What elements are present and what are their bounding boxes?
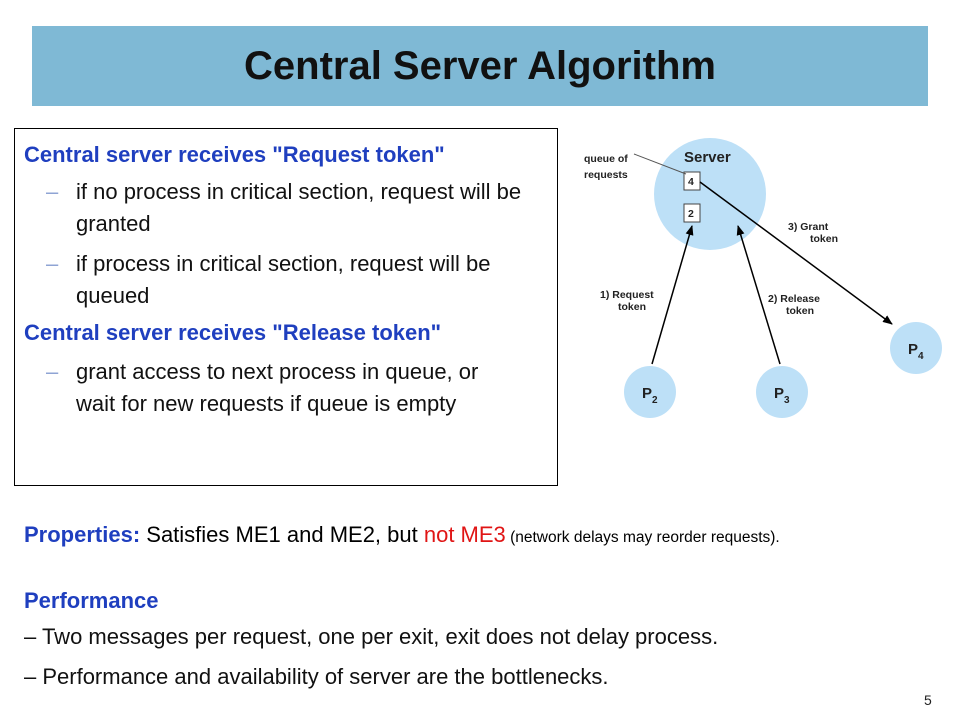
queue-label-line2: requests <box>584 169 628 181</box>
process-p4-node <box>890 322 942 374</box>
properties-line: Properties: Satisfies ME1 and ME2, but n… <box>24 522 780 548</box>
heading-release-token: Central server receives "Release token" <box>24 320 442 345</box>
request-label-line2: token <box>618 301 646 313</box>
request-label-line1: 1) Request <box>600 289 654 301</box>
slide-title: Central Server Algorithm <box>244 43 716 88</box>
properties-colon: : <box>132 522 141 547</box>
request-arrow <box>651 225 694 365</box>
release-arrow <box>736 225 781 365</box>
queue-item-4 <box>683 171 701 191</box>
queue-item-4-label: 4 <box>688 176 694 188</box>
queue-item-2 <box>683 203 701 223</box>
grant-label-line1: 3) Grant <box>788 221 829 233</box>
release-label-line2: token <box>786 305 814 317</box>
process-p2-node <box>624 366 676 418</box>
dash-marker: – <box>46 179 59 204</box>
queue-label-line1: queue of <box>584 153 628 165</box>
process-p3-node <box>756 366 808 418</box>
properties-highlight: not ME3 <box>423 522 506 547</box>
performance-line-messages: – Two messages per request, one per exit… <box>24 624 719 649</box>
performance-line-bottleneck: – Performance and availability of server… <box>24 664 609 689</box>
page-number: 5 <box>924 692 932 708</box>
bullet-text: if process in critical section, request … <box>76 251 491 308</box>
properties-note: (network delays may reorder requests). <box>505 529 780 546</box>
bullet-text: grant access to next process in queue, o… <box>76 359 479 416</box>
dash-marker: – <box>46 359 59 384</box>
server-label: Server <box>684 149 731 166</box>
grant-label-line2: token <box>810 233 838 245</box>
server-node <box>654 138 766 250</box>
process-p3-label: P3 <box>774 385 790 406</box>
properties-text: Satisfies ME1 and ME2, but <box>140 522 424 547</box>
grant-arrow <box>699 181 893 325</box>
central-server-diagram: Server 4 2 queue of requests P2 P3 P4 1)… <box>584 138 942 418</box>
bullet-no-process: – if no process in critical section, req… <box>46 176 536 240</box>
bullet-grant-access: – grant access to next process in queue,… <box>46 356 516 420</box>
bullet-process-in-cs: – if process in critical section, reques… <box>46 248 536 312</box>
release-label-line1: 2) Release <box>768 293 820 305</box>
dash-marker: – <box>46 251 59 276</box>
bullet-text: if no process in critical section, reque… <box>76 179 522 236</box>
process-p2-label: P2 <box>642 385 658 406</box>
performance-heading: Performance <box>24 588 159 613</box>
properties-label: Properties <box>24 522 133 547</box>
algorithm-box <box>14 128 558 486</box>
queue-pointer-line <box>633 153 687 175</box>
title-bar: Central Server Algorithm <box>32 26 928 106</box>
heading-request-token: Central server receives "Request token" <box>24 142 445 167</box>
process-p4-label: P4 <box>908 341 924 362</box>
queue-item-2-label: 2 <box>688 208 694 220</box>
